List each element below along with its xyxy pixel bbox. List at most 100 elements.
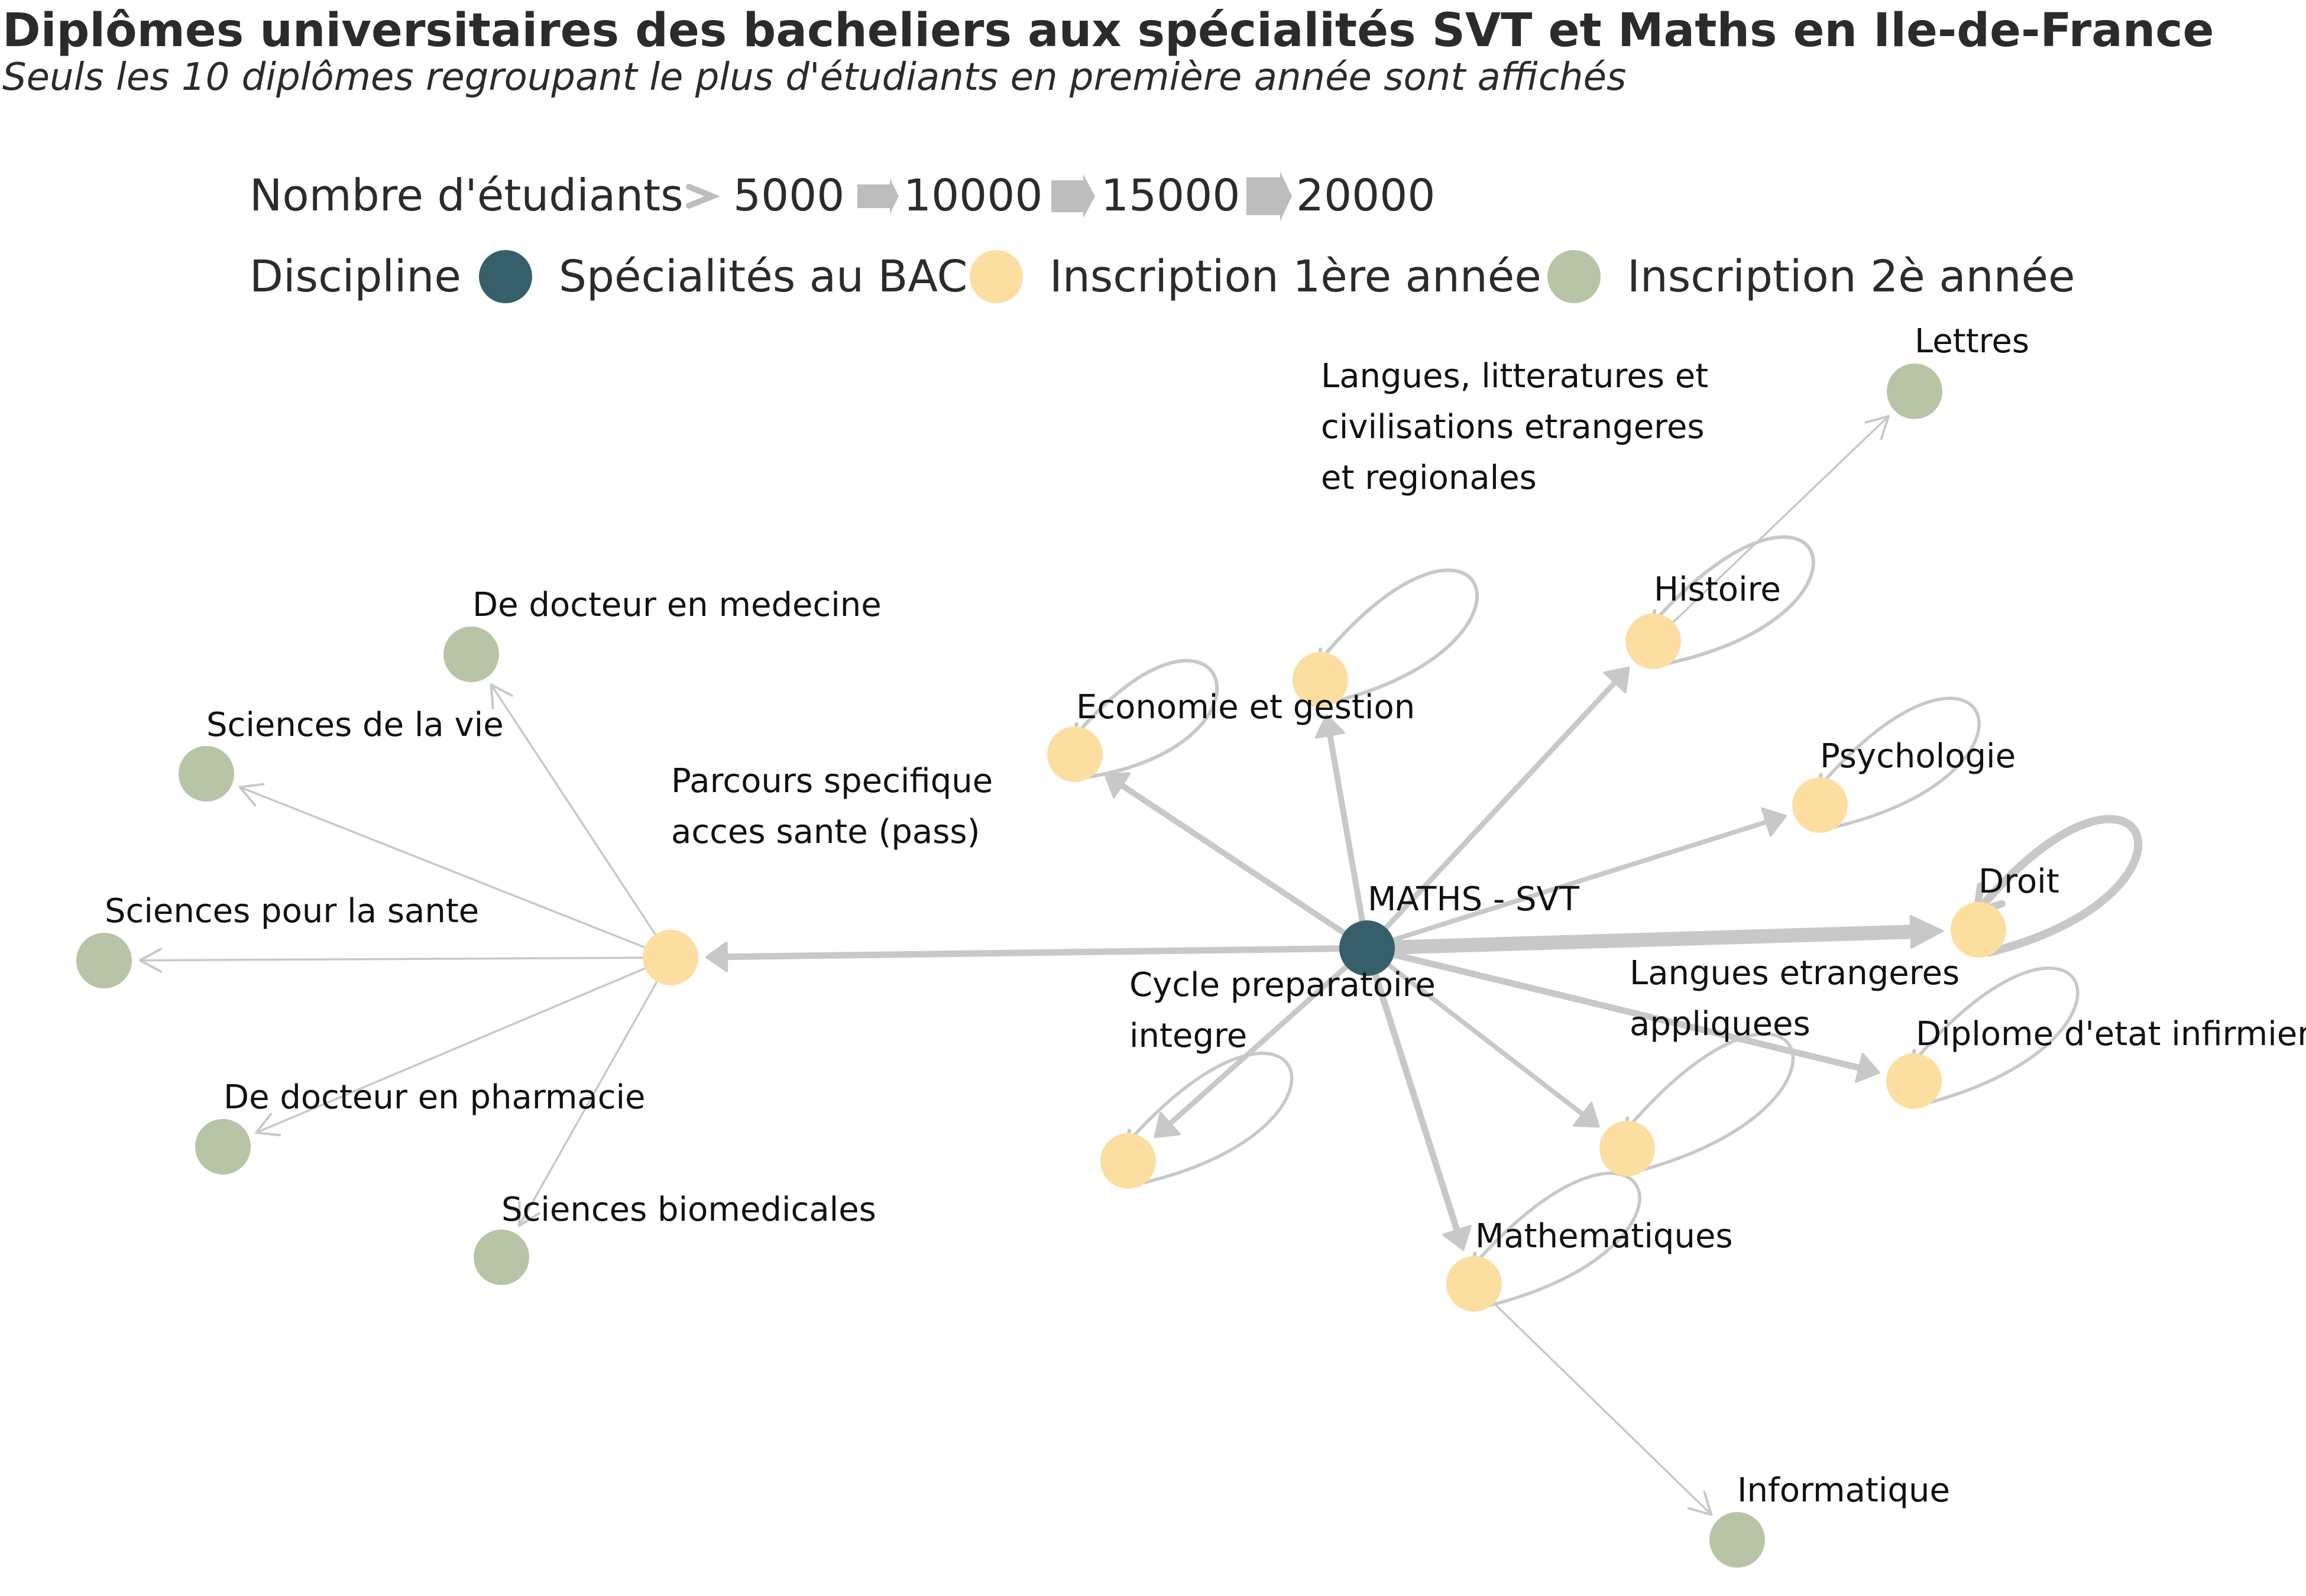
node-label-line-cpi-1: integre [1129,1017,1247,1055]
node-label-cpi: Cycle preparatoire integre [1129,966,1436,1055]
node-label-line-infirmier-0: Diplome d'etat infirmier [1916,1015,2306,1053]
edge-maths_svt-droit [1387,924,1928,955]
edge-arrow-maths_svt-pass [705,941,728,972]
node-label-biomed: Sciences biomedicales [501,1190,876,1229]
node-label-pass: Parcours specifique acces sante (pass) [671,762,993,851]
node-label-sps: Sciences pour la sante [105,892,479,930]
node-biomed [474,1230,529,1285]
color-legend-swatch-second-year [1547,250,1601,303]
node-label-line-sdv-0: Sciences de la vie [206,706,504,744]
labels-layer: MATHS - SVT Parcours specifique acces sant… [105,322,2306,1510]
edge-arrow-histoire-lettres [1864,415,1890,440]
node-label-line-cpi-0: Cycle preparatoire [1129,966,1436,1004]
edge-maths_svt-eco2 [1326,726,1365,924]
color-legend: Discipline Spécialités au BAC Inscriptio… [250,250,2075,303]
node-cpi [1100,1133,1156,1189]
edge-maths_svt-cpi [1162,964,1349,1131]
edge-arrow-pass-medecine [490,683,513,709]
node-label-line-medecine-0: De docteur en medecine [472,586,882,624]
node-medecine [443,627,499,682]
node-label-lea: Langues etrangeres appliquees [1630,954,1960,1043]
size-legend-arrow-20000 [1246,171,1292,221]
edge-pass-medecine [490,683,656,936]
edge-arrow-maths-info [1687,1491,1713,1516]
edge-maths-info [1492,1302,1713,1516]
edges-layer [138,415,2142,1516]
edge-loop-lea [1624,1032,1795,1173]
edge-arrow-maths_svt-maths [1442,1225,1472,1251]
size-legend-value-5000: 5000 [733,170,844,221]
color-legend-label-second-year: Inscription 2è année [1627,251,2075,302]
edge-arrow-pass-biomed [517,1201,540,1227]
edge-maths_svt-infirmier [1391,951,1869,1073]
color-legend-swatch-first-year [970,250,1023,303]
node-label-line-sps-0: Sciences pour la sante [105,892,479,930]
chart-subtitle: Seuls les 10 diplômes regroupant le plus… [2,56,1626,99]
edge-pass-sps [139,956,644,962]
node-label-line-pharma-0: De docteur en pharmacie [224,1078,646,1117]
color-legend-label-first-year: Inscription 1ère année [1050,251,1541,302]
edge-loop-histoire [1650,535,1815,667]
node-label-line-llcer-0: Langues, litteratures et [1321,357,1708,395]
node-sps [76,933,132,988]
node-label-psycho: Psychologie [1820,737,2016,776]
nodes-layer [76,364,2006,1568]
edge-maths_svt-eco [1113,778,1347,936]
size-legend-title: Nombre d'étudiants [250,170,684,221]
edge-arrow-maths_svt-infirmier [1855,1053,1880,1083]
node-label-line-biomed-0: Sciences biomedicales [501,1190,876,1229]
node-lea [1599,1121,1655,1176]
node-label-droit: Droit [1978,862,2059,901]
size-legend-arrow-5000 [686,184,721,209]
node-label-maths: Mathematiques [1475,1217,1733,1256]
edge-arrow-maths_svt-lea [1573,1102,1600,1128]
edge-loop-infirmier [1910,966,2080,1106]
color-legend-label-bac: Spécialités au BAC [559,251,967,302]
node-label-sdv: Sciences de la vie [206,706,504,744]
size-legend-value-10000: 10000 [903,170,1042,221]
node-pharma [195,1119,251,1175]
node-label-line-lea-0: Langues etrangeres [1630,954,1960,992]
node-sdv [179,746,234,802]
node-label-line-lettres-0: Lettres [1915,322,2029,361]
node-label-maths_svt: MATHS - SVT [1368,880,1580,919]
node-maths [1446,1256,1502,1312]
size-legend-arrow-10000 [857,179,899,214]
edge-maths_svt-maths [1372,971,1462,1240]
edge-arrow-maths_svt-eco2 [1314,714,1345,739]
node-label-eco: Economie et gestion [1076,688,1415,726]
edge-maths_svt-pass [717,945,1343,961]
edge-histoire-lettres [1672,415,1890,624]
node-label-line-lea-1: appliquees [1630,1005,1811,1043]
node-pass [643,930,698,985]
node-droit [1951,902,2006,958]
edge-loop-eco [1073,658,1219,780]
edge-maths_svt-psycho [1391,818,1775,942]
edge-loop-maths [1471,1172,1641,1309]
size-legend-arrow-15000 [1051,174,1095,218]
edge-pass-pharma [255,967,646,1134]
node-label-medecine: De docteur en medecine [472,586,882,624]
node-psycho [1792,777,1848,833]
edge-maths_svt-histoire [1383,675,1622,931]
edge-loop-eco2 [1317,568,1479,705]
edge-pass-sdv [238,786,646,949]
node-label-line-pass-1: acces sante (pass) [671,813,980,851]
node-infirmier [1886,1053,1942,1109]
node-label-line-pass-0: Parcours specifique [671,762,993,800]
node-label-histoire: Histoire [1654,570,1781,609]
edge-loop-cpi [1125,1052,1294,1186]
color-legend-swatch-bac [479,250,532,303]
node-label-line-maths-0: Mathematiques [1475,1217,1733,1256]
node-label-info: Informatique [1737,1471,1950,1510]
edge-arrow-pass-sps [138,948,163,973]
node-label-line-llcer-1: civilisations etrangeres [1321,408,1705,446]
edge-arrow-pass-sdv [238,783,265,807]
size-legend: Nombre d'étudiants 5000 10000 15000 2000… [250,170,1435,221]
edge-arrow-maths_svt-psycho [1761,807,1787,837]
node-eco [1047,726,1103,782]
edge-arrow-maths_svt-cpi [1154,1111,1181,1138]
size-legend-value-20000: 20000 [1296,170,1435,221]
edge-pass-biomed [518,981,658,1227]
